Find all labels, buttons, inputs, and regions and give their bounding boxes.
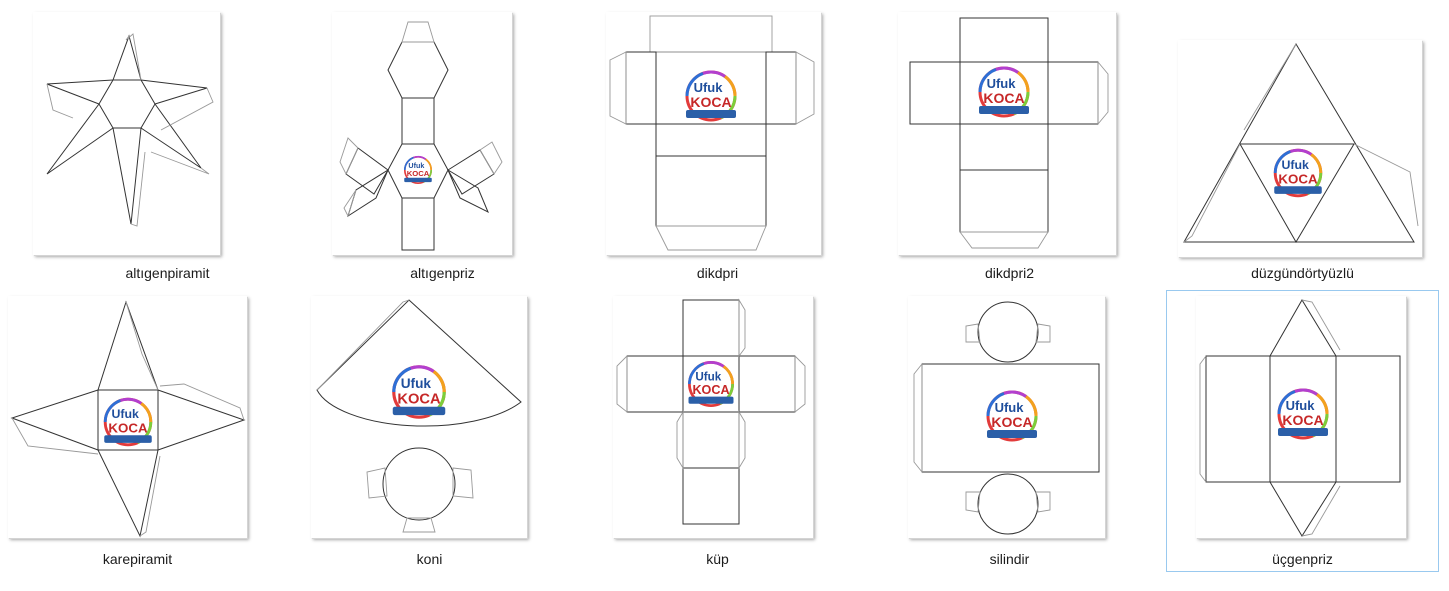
file-name: silindir bbox=[989, 551, 1030, 567]
file-item-silindir[interactable]: silindir bbox=[872, 290, 1147, 573]
file-item-koni[interactable]: koni bbox=[292, 290, 567, 573]
tetrahedron-net-thumbnail bbox=[1178, 40, 1422, 257]
file-name: karepiramit bbox=[102, 551, 173, 567]
file-name: dikdpri bbox=[696, 265, 739, 281]
hexagonal-prism-net-thumbnail bbox=[332, 12, 512, 255]
file-item-dikdpri[interactable]: dikdpri bbox=[580, 8, 855, 291]
file-item-karepiramit[interactable]: karepiramit bbox=[0, 290, 275, 573]
file-name: üçgenpriz bbox=[1272, 551, 1333, 567]
file-name: küp bbox=[706, 551, 729, 567]
file-item-duzgundortyuzlu[interactable]: düzgündörtyüzlü bbox=[1165, 8, 1440, 291]
triangular-prism-net-thumbnail bbox=[1196, 296, 1406, 538]
file-item-altigenpriz[interactable]: altıgenpriz bbox=[305, 8, 580, 291]
file-item-altigenpiramit[interactable]: altıgenpiramit bbox=[30, 8, 305, 291]
square-pyramid-net-thumbnail bbox=[8, 296, 247, 538]
file-name: düzgündörtyüzlü bbox=[1251, 265, 1354, 281]
file-item-kup[interactable]: küp bbox=[580, 290, 855, 573]
cube-net-thumbnail bbox=[613, 296, 813, 538]
file-name: altıgenpriz bbox=[410, 265, 475, 281]
cylinder-net-thumbnail bbox=[908, 296, 1105, 538]
file-name: altıgenpiramit bbox=[125, 265, 210, 281]
file-item-dikdpri2[interactable]: dikdpri2 bbox=[872, 8, 1147, 291]
rectangular-prism-net-thumbnail bbox=[898, 12, 1116, 255]
rectangular-prism-net-thumbnail bbox=[606, 12, 821, 255]
file-name: koni bbox=[416, 551, 443, 567]
file-item-ucgenpriz[interactable]: üçgenpriz bbox=[1166, 290, 1439, 572]
cone-net-thumbnail bbox=[311, 296, 527, 538]
file-name: dikdpri2 bbox=[984, 265, 1035, 281]
hexagonal-pyramid-net-thumbnail bbox=[33, 12, 220, 255]
